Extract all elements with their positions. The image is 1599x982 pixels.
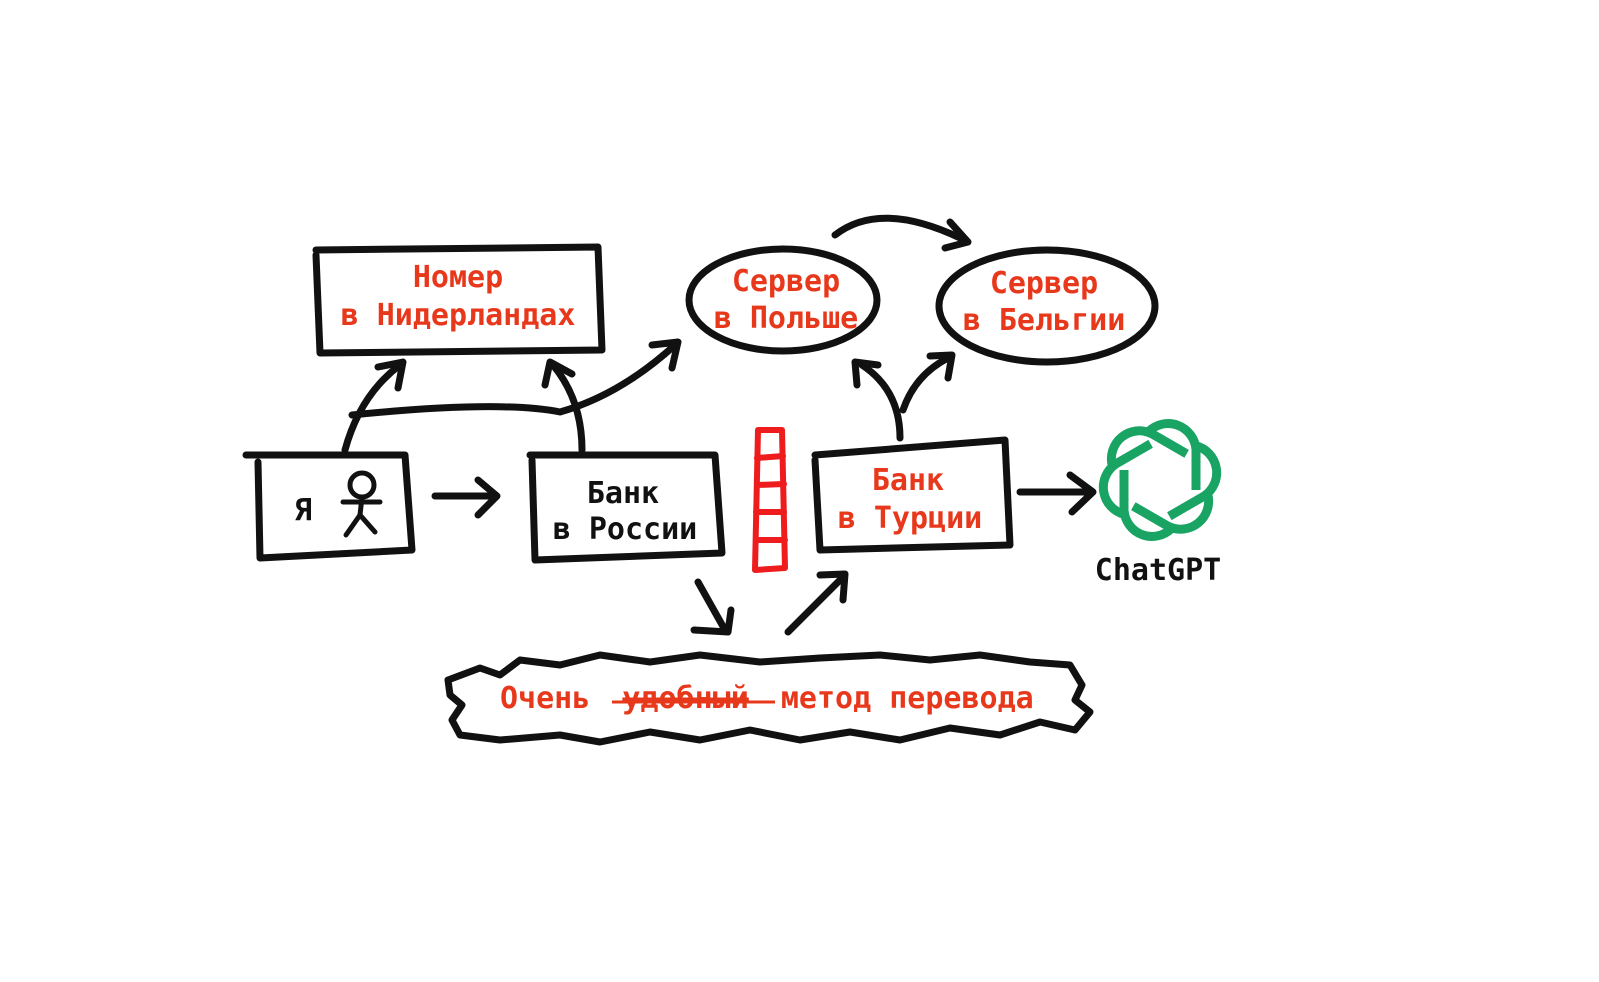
- transfer-method-struck-word: удобный: [622, 681, 748, 716]
- node-number-netherlands-line1: Номер: [413, 260, 503, 295]
- node-bank-russia-box: [526, 451, 726, 564]
- node-server-belgium-line1: Сервер: [990, 266, 1098, 301]
- arrow-cloud-to-bank-turkey: [784, 570, 849, 636]
- arrow-bank-turkey-to-chatgpt: [1016, 471, 1097, 516]
- node-server-poland-ellipse: [685, 245, 881, 355]
- node-number-netherlands: Номер в Нидерландах: [312, 243, 606, 357]
- chatgpt-node: ChatGPT: [1093, 421, 1227, 588]
- node-bank-turkey-box: [811, 436, 1014, 554]
- node-bank-turkey-line2: в Турции: [838, 501, 983, 536]
- node-me-label: Я: [294, 493, 312, 528]
- transfer-method-text: Очень удобный метод перевода: [500, 681, 1034, 716]
- arrows: [341, 214, 1097, 636]
- arrow-me-to-number-nl: [341, 358, 407, 454]
- node-bank-russia-line1: Банк: [587, 476, 659, 511]
- node-server-poland-line2: в Польше: [714, 301, 859, 336]
- transfer-method-cloud-outline: [444, 651, 1094, 746]
- arrow-server-poland-to-belgium: [831, 214, 972, 252]
- arrow-me-to-server-poland: [348, 338, 682, 419]
- openai-logo-icon: [1093, 421, 1227, 540]
- node-number-netherlands-box: [312, 243, 606, 357]
- node-bank-turkey-line1: Банк: [872, 463, 944, 498]
- red-wall: [752, 427, 788, 573]
- arrow-bank-turkey-to-servers: [851, 351, 956, 442]
- transfer-method-word1: Очень: [500, 681, 590, 716]
- node-server-belgium: Сервер в Бельгии: [935, 246, 1159, 366]
- node-server-belgium-line2: в Бельгии: [963, 303, 1126, 338]
- node-server-poland: Сервер в Польше: [685, 245, 881, 355]
- chatgpt-label: ChatGPT: [1095, 553, 1221, 588]
- arrow-bank-russia-to-number-nl: [541, 358, 586, 454]
- transfer-method-cloud: Очень удобный метод перевода: [444, 651, 1094, 746]
- node-server-poland-line1: Сервер: [732, 264, 840, 299]
- node-me-box: [242, 451, 416, 562]
- node-bank-russia: Банк в России: [526, 451, 726, 564]
- transfer-method-rest: метод перевода: [781, 681, 1034, 716]
- stick-figure-icon: [340, 470, 383, 538]
- node-server-belgium-ellipse: [935, 246, 1159, 366]
- node-number-netherlands-line2: в Нидерландах: [341, 298, 576, 333]
- node-bank-turkey: Банк в Турции: [811, 436, 1014, 554]
- arrow-bank-russia-to-cloud: [690, 578, 735, 636]
- node-me: Я: [242, 451, 416, 562]
- node-bank-russia-line2: в России: [553, 512, 698, 547]
- arrow-me-to-bank-russia: [431, 476, 501, 519]
